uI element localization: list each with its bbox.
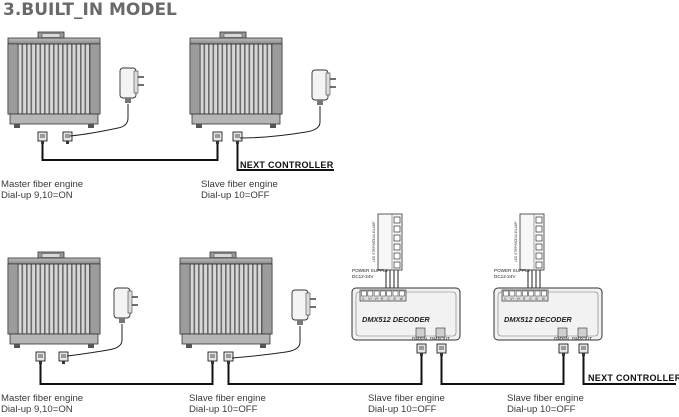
decoder-2-caption: Slave fiber engine Dial-up 10=OFF [507, 393, 584, 415]
bottom-power-adapter-1 [113, 287, 139, 324]
terminal-label: V+ [510, 297, 514, 301]
svg-text:Dial-up 10=OFF: Dial-up 10=OFF [201, 190, 270, 201]
bottom-slave-engine [179, 251, 273, 365]
bottom-wiring [39, 324, 676, 385]
bottom-slave-caption: Slave fiber engine Dial-up 10=OFF [189, 393, 266, 415]
terminal-label: R [523, 297, 526, 301]
terminal-label: G [529, 297, 532, 301]
svg-text:DMXOUT: DMXOUT [572, 336, 592, 341]
decoder-2-labels: POWER SUPPLY DC12-24V DMX512 DECODER DMX… [494, 221, 592, 341]
svg-text:Slave fiber engine: Slave fiber engine [201, 179, 278, 190]
dmx-decoder-2 [493, 213, 603, 357]
svg-text:DMXIN: DMXIN [412, 336, 427, 341]
svg-text:DMXOUT: DMXOUT [430, 336, 450, 341]
bottom-power-adapter-2 [291, 289, 317, 326]
terminal-label: V- [504, 297, 507, 301]
terminal-label: B [536, 297, 538, 301]
svg-text:DMXIN: DMXIN [554, 336, 569, 341]
next-controller-label-top: NEXT CONTROLLER [240, 160, 334, 170]
terminal-label: V+ [517, 297, 521, 301]
svg-text:POWER SUPPLY: POWER SUPPLY [352, 268, 388, 273]
next-controller-label-bottom: NEXT CONTROLLER [588, 373, 679, 383]
svg-text:LED STRIP/MODULE/LAMP: LED STRIP/MODULE/LAMP [372, 221, 376, 262]
terminal-label: V+ [368, 297, 372, 301]
svg-text:Slave fiber engine: Slave fiber engine [507, 393, 584, 404]
svg-text:DMX512 DECODER: DMX512 DECODER [504, 315, 572, 324]
decoder-1-caption: Slave fiber engine Dial-up 10=OFF [368, 393, 445, 415]
terminal-label: G [387, 297, 390, 301]
top-power-adapter-1 [119, 67, 145, 104]
top-master-caption: Master fiber engine Dial-up 9,10=ON [1, 179, 83, 201]
top-master-engine [7, 31, 101, 145]
terminal-label: B [394, 297, 396, 301]
svg-text:Dial-up 9,10=ON: Dial-up 9,10=ON [1, 404, 73, 415]
bottom-master-caption: Master fiber engine Dial-up 9,10=ON [1, 393, 83, 415]
terminal-label: W [400, 297, 403, 301]
top-slave-caption: Slave fiber engine Dial-up 10=OFF [201, 179, 278, 201]
svg-text:Dial-up 10=OFF: Dial-up 10=OFF [189, 404, 258, 415]
terminal-label: V+ [375, 297, 379, 301]
bottom-master-engine [7, 251, 101, 365]
top-slave-engine [189, 31, 283, 145]
top-wiring [41, 104, 334, 171]
svg-text:Dial-up 10=OFF: Dial-up 10=OFF [507, 404, 576, 415]
svg-text:Slave fiber engine: Slave fiber engine [368, 393, 445, 404]
svg-text:DMX512 DECODER: DMX512 DECODER [362, 315, 430, 324]
decoder-1-labels: POWER SUPPLY DC12-24V DMX512 DECODER DMX… [352, 221, 450, 341]
svg-text:Slave fiber engine: Slave fiber engine [189, 393, 266, 404]
svg-text:Dial-up 9,10=ON: Dial-up 9,10=ON [1, 190, 73, 201]
svg-text:LED STRIP/MODULE/LAMP: LED STRIP/MODULE/LAMP [514, 221, 518, 262]
terminal-label: V- [362, 297, 365, 301]
dmx-decoder-1 [351, 213, 461, 357]
terminal-label: R [381, 297, 384, 301]
svg-text:Dial-up 10=OFF: Dial-up 10=OFF [368, 404, 437, 415]
svg-text:Master fiber engine: Master fiber engine [1, 393, 83, 404]
svg-text:DC12-24V: DC12-24V [352, 274, 374, 279]
terminal-label: W [542, 297, 545, 301]
section-title: 3.BUILT_IN MODEL [3, 0, 177, 20]
top-power-adapter-2 [311, 69, 337, 106]
svg-text:POWER SUPPLY: POWER SUPPLY [494, 268, 530, 273]
svg-text:DC12-24V: DC12-24V [494, 274, 516, 279]
svg-text:Master fiber engine: Master fiber engine [1, 179, 83, 190]
